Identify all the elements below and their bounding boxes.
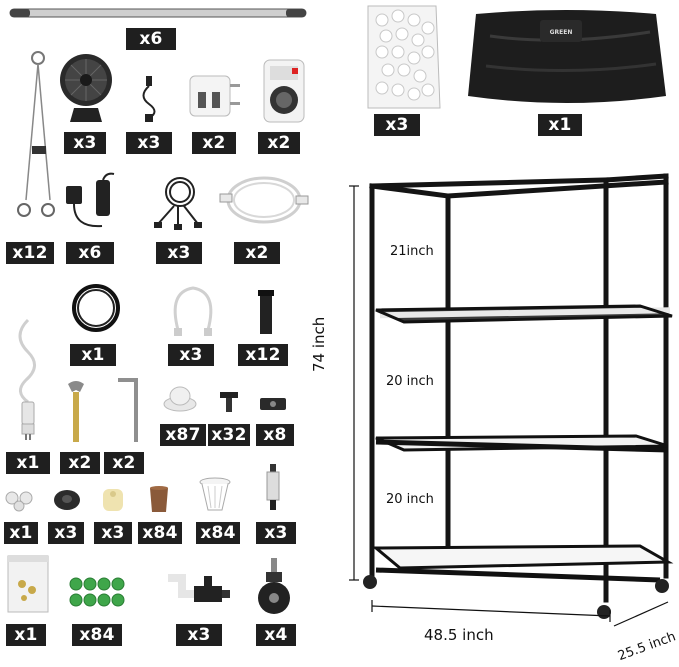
- power-cord-image: [18, 318, 36, 440]
- tray-insert-image: [367, 5, 441, 109]
- count-badge-splitter: x3: [156, 242, 202, 264]
- plug-image: [150, 486, 168, 512]
- count-badge-tubing: x1: [70, 344, 116, 366]
- count-badge-timer: x2: [258, 132, 300, 154]
- rack-width-label: 48.5 inch: [424, 626, 494, 644]
- light-bar-image: [9, 8, 307, 18]
- net-pot-image: [199, 477, 231, 511]
- count-badge-connector: x1: [4, 522, 38, 544]
- foot-cap-image: [163, 386, 197, 412]
- count-badge-cover: x1: [538, 114, 582, 136]
- count-badge-usb-cable: x3: [126, 132, 172, 154]
- shelf-gap-bottom-label: 20 inch: [386, 492, 434, 507]
- count-badge-wrench: x2: [60, 452, 100, 474]
- strap-image: [258, 290, 274, 334]
- count-badge-hex-key: x2: [104, 452, 144, 474]
- count-badge-caster: x4: [256, 624, 296, 646]
- hanger-image: [17, 51, 55, 217]
- labels-sheet-image: [69, 577, 125, 607]
- sponge-image: [103, 489, 123, 511]
- brand-logo: GREEN: [550, 29, 573, 36]
- count-badge-valve: x3: [176, 624, 222, 646]
- tubing-image: [72, 284, 120, 332]
- hex-key-image: [118, 378, 138, 442]
- splitter-image: [154, 177, 202, 230]
- valve-image: [168, 574, 230, 602]
- shelf-gap-mid-label: 20 inch: [386, 374, 434, 389]
- count-badge-ethernet-cable: x2: [234, 242, 280, 264]
- count-badge-foot-cap: x87: [160, 424, 206, 446]
- count-badge-screw: x32: [208, 424, 250, 446]
- cover-image: GREEN: [468, 10, 666, 103]
- count-badge-net-pot: x84: [196, 522, 240, 544]
- clip-image: [260, 398, 286, 410]
- grow-rack-image: [349, 173, 674, 627]
- dropper-image: [266, 464, 280, 510]
- screw-image: [220, 392, 238, 412]
- wrench-image: [68, 381, 84, 442]
- ethernet-cable-image: [219, 176, 309, 224]
- count-badge-tray-insert: x3: [374, 114, 420, 136]
- count-badge-power-cord: x1: [6, 452, 50, 474]
- usb-link-cable-image: [173, 286, 213, 336]
- kit-bag-image: [7, 555, 49, 613]
- count-badge-labels: x84: [72, 624, 122, 646]
- count-badge-clip: x8: [256, 424, 294, 446]
- usb-adapter-image: [189, 75, 240, 117]
- connector-image: [5, 491, 33, 512]
- count-badge-hanger: x12: [6, 242, 54, 264]
- count-badge-plug: x84: [138, 522, 182, 544]
- count-badge-fan: x3: [64, 132, 106, 154]
- usb-cable-image: [142, 76, 156, 122]
- dc-adapter-image: [66, 172, 115, 228]
- count-badge-usb-adapter: x2: [192, 132, 236, 154]
- count-badge-dropper: x3: [256, 522, 296, 544]
- grommet-image: [54, 490, 80, 510]
- count-badge-usb-link: x3: [168, 344, 214, 366]
- rack-height-label: 74 inch: [310, 316, 328, 372]
- count-badge-sponge: x3: [94, 522, 132, 544]
- count-badge-bar: x6: [126, 28, 176, 50]
- shelf-gap-top-label: 21inch: [390, 244, 434, 259]
- caster-image: [258, 558, 290, 614]
- count-badge-strap: x12: [238, 344, 288, 366]
- count-badge-dc-adapter: x6: [66, 242, 114, 264]
- count-badge-grommet: x3: [48, 522, 84, 544]
- fan-image: [60, 54, 112, 122]
- timer-image: [263, 59, 305, 123]
- count-badge-kit-bag: x1: [6, 624, 46, 646]
